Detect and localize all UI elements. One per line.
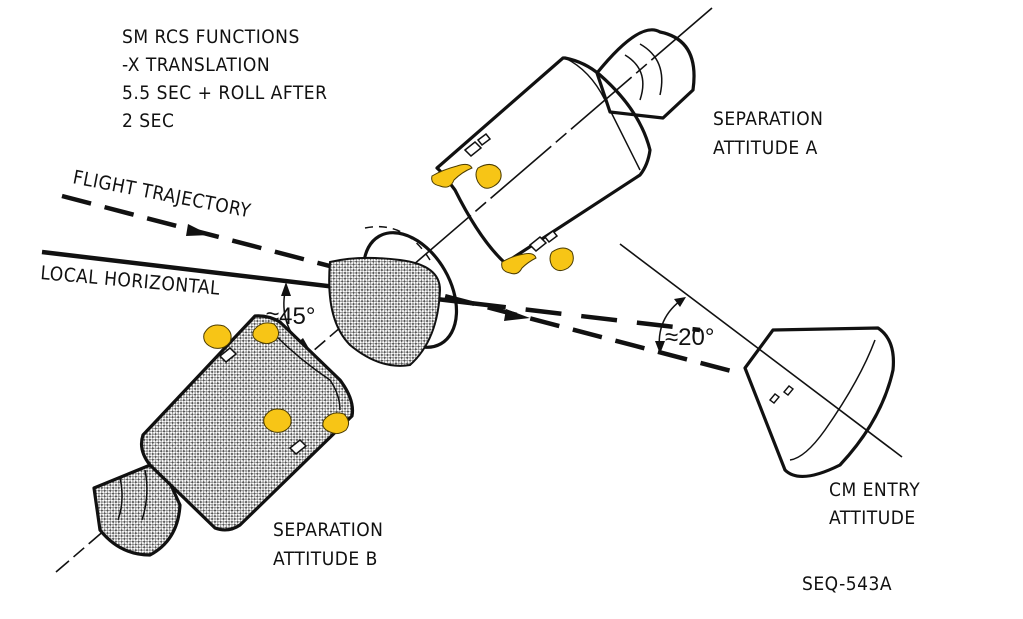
rcs-quad-b-lower — [263, 408, 350, 456]
cm-entry-axis-line — [619, 243, 903, 458]
notes-block: SM RCS FUNCTIONS -X TRANSLATION 5.5 SEC … — [122, 26, 327, 132]
separation-a-label-line-2: ATTITUDE A — [713, 137, 818, 159]
notes-line-1: SM RCS FUNCTIONS — [122, 26, 300, 48]
rcs-quad-b-upper — [203, 322, 280, 364]
figure-id-label: SEQ-543A — [802, 573, 892, 595]
angle-20-label: ≈20° — [665, 324, 714, 351]
trajectory-arrow-1 — [186, 224, 210, 236]
notes-line-2: -X TRANSLATION — [122, 54, 270, 76]
rcs-quad-a-lower — [501, 229, 574, 275]
notes-line-3: 5.5 SEC + ROLL AFTER — [122, 82, 327, 104]
flight-trajectory-line — [61, 193, 736, 375]
cm-window-2 — [782, 385, 795, 396]
cm-entry-label-line-1: CM ENTRY — [829, 479, 920, 501]
separation-b-label-line-1: SEPARATION — [273, 519, 383, 541]
service-module-attitude-b — [92, 314, 355, 557]
separation-b-label-line-2: ATTITUDE B — [273, 548, 378, 570]
flight-trajectory-label: FLIGHT TRAJECTORY — [71, 166, 253, 222]
separation-a-label-line-1: SEPARATION — [713, 108, 823, 130]
cm-window-1 — [768, 393, 781, 404]
command-module-entry — [743, 326, 896, 478]
command-module-center — [328, 225, 459, 367]
rcs-quad-a-upper — [431, 132, 502, 189]
local-horizontal-label: LOCAL HORIZONTAL — [40, 262, 221, 300]
service-module-attitude-a — [431, 28, 696, 275]
cm-entry-label-line-2: ATTITUDE — [829, 507, 916, 529]
notes-line-4: 2 SEC — [122, 110, 174, 132]
trajectory-arrow-2 — [504, 309, 530, 321]
angle-20-indicator — [655, 297, 686, 354]
